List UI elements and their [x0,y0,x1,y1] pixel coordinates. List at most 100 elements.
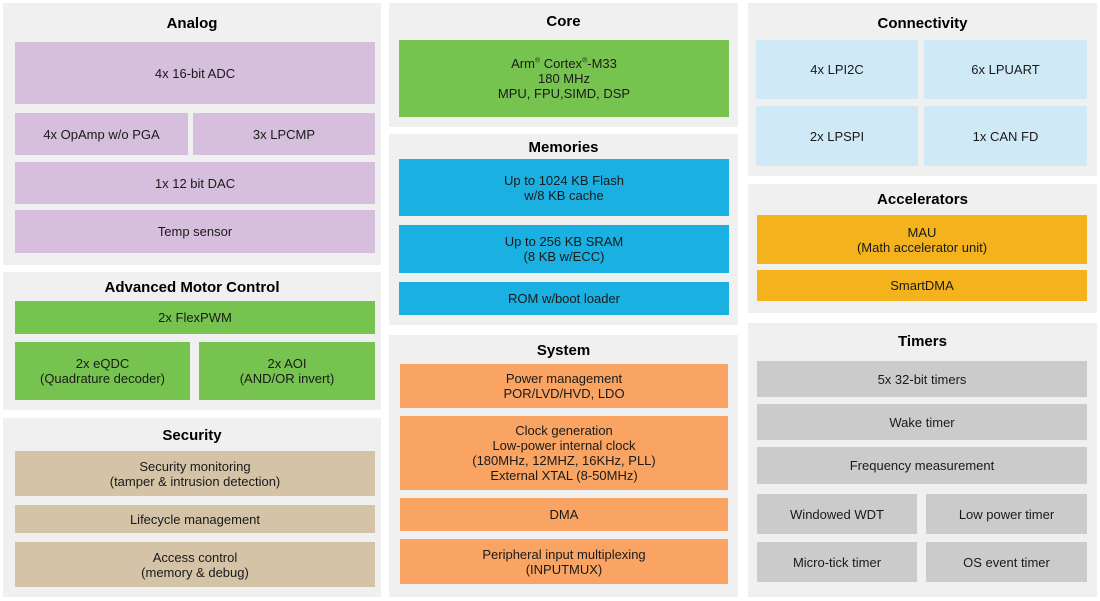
wake-timer-label: Wake timer [889,414,955,430]
accelerators-panel: Accelerators MAU (Math accelerator unit)… [748,184,1097,313]
flexpwm-block: 2x FlexPWM [15,301,375,334]
m33-text: -M33 [587,56,617,71]
mau-label: MAU [907,224,937,240]
windowed-wdt-block: Windowed WDT [757,494,917,534]
cpu-frequency: 180 MHz [537,71,591,86]
dma-block: DMA [400,498,728,531]
frequency-measurement-label: Frequency measurement [849,458,995,473]
cortex-text: Cortex [540,56,583,71]
motor-control-panel: Advanced Motor Control 2x FlexPWM 2x eQD… [3,272,381,410]
accelerators-title: Accelerators [877,191,968,208]
sram-label: Up to 256 KB SRAM [504,234,624,249]
connectivity-title: Connectivity [877,15,968,32]
opamp-block: 4x OpAmp w/o PGA [15,113,188,155]
eqdc-block: 2x eQDC (Quadrature decoder) [15,342,190,400]
os-event-timer-block: OS event timer [926,542,1087,582]
security-monitoring-label: Security monitoring [139,458,251,474]
lpi2c-block: 4x LPI2C [756,40,918,99]
security-monitoring-block: Security monitoring (tamper & intrusion … [15,451,375,496]
smartdma-label: SmartDMA [890,278,954,293]
aoi-label: 2x AOI [267,356,307,371]
wake-timer-block: Wake timer [757,404,1087,440]
mau-block: MAU (Math accelerator unit) [757,215,1087,264]
32bit-timers-block: 5x 32-bit timers [757,361,1087,397]
inputmux-sublabel: (INPUTMUX) [525,561,603,577]
sram-block: Up to 256 KB SRAM (8 KB w/ECC) [399,225,729,273]
adc-block: 4x 16-bit ADC [15,42,375,104]
lpspi-block: 2x LPSPI [756,106,918,166]
clock-generation-label: Clock generation [515,423,613,438]
dac-block: 1x 12 bit DAC [15,162,375,204]
security-title: Security [162,427,222,444]
opamp-label: 4x OpAmp w/o PGA [43,126,160,142]
analog-title: Analog [166,15,218,32]
micro-tick-timer-label: Micro-tick timer [792,554,882,570]
aoi-block: 2x AOI (AND/OR invert) [199,342,375,400]
clock-xtal-label: External XTAL (8-50MHz) [490,468,638,483]
flash-block: Up to 1024 KB Flash w/8 KB cache [399,159,729,216]
flexpwm-label: 2x FlexPWM [158,310,232,325]
access-control-block: Access control (memory & debug) [15,542,375,587]
can-fd-block: 1x CAN FD [924,106,1087,166]
system-title: System [536,342,591,359]
timers-title: Timers [898,333,947,350]
eqdc-sublabel: (Quadrature decoder) [39,371,165,386]
os-event-timer-label: OS event timer [963,554,1050,570]
lpcmp-block: 3x LPCMP [193,113,375,155]
security-monitoring-sublabel: (tamper & intrusion detection) [109,473,281,489]
memories-title: Memories [528,139,599,156]
temp-sensor-block: Temp sensor [15,210,375,253]
access-control-sublabel: (memory & debug) [141,564,249,580]
clock-internal-label: Low-power internal clock [492,438,636,453]
motor-control-title: Advanced Motor Control [104,279,280,296]
power-management-label: Power management [505,371,623,386]
32bit-timers-label: 5x 32-bit timers [877,371,967,387]
lpuart-block: 6x LPUART [924,40,1087,99]
cpu-label: Arm® Cortex®-M33 [511,56,617,71]
aoi-sublabel: (AND/OR invert) [239,371,335,386]
clock-generation-block: Clock generation Low-power internal cloc… [400,416,728,490]
lifecycle-block: Lifecycle management [15,505,375,533]
adc-label: 4x 16-bit ADC [154,65,236,81]
low-power-timer-block: Low power timer [926,494,1087,534]
rom-block: ROM w/boot loader [399,282,729,315]
registered-mark: ® [534,57,541,65]
power-management-sublabel: POR/LVD/HVD, LDO [503,386,625,401]
sram-sublabel: (8 KB w/ECC) [523,249,605,264]
analog-panel: Analog 4x 16-bit ADC 4x OpAmp w/o PGA 3x… [3,3,381,265]
timers-panel: Timers 5x 32-bit timers Wake timer Frequ… [748,323,1097,597]
security-panel: Security Security monitoring (tamper & i… [3,418,381,597]
inputmux-block: Peripheral input multiplexing (INPUTMUX) [400,539,728,584]
core-title: Core [546,13,581,30]
core-panel: Core Arm® Cortex®-M33 180 MHz MPU, FPU,S… [389,3,738,127]
cpu-features: MPU, FPU,SIMD, DSP [497,86,631,101]
system-panel: System Power management POR/LVD/HVD, LDO… [389,335,738,597]
connectivity-panel: Connectivity 4x LPI2C 6x LPUART 2x LPSPI… [748,3,1097,176]
cpu-block: Arm® Cortex®-M33 180 MHz MPU, FPU,SIMD, … [399,40,729,117]
temp-sensor-label: Temp sensor [157,224,233,239]
lifecycle-label: Lifecycle management [129,511,261,527]
lpcmp-label: 3x LPCMP [252,126,316,142]
eqdc-label: 2x eQDC [75,356,130,371]
memories-panel: Memories Up to 1024 KB Flash w/8 KB cach… [389,134,738,325]
power-management-block: Power management POR/LVD/HVD, LDO [400,364,728,408]
low-power-timer-label: Low power timer [958,506,1055,522]
registered-mark-2: ® [582,57,588,65]
frequency-measurement-block: Frequency measurement [757,447,1087,484]
flash-label: Up to 1024 KB Flash [504,172,624,188]
inputmux-label: Peripheral input multiplexing [482,546,646,562]
access-control-label: Access control [152,549,238,565]
rom-label: ROM w/boot loader [508,291,620,306]
smartdma-block: SmartDMA [757,270,1087,301]
can-fd-label: 1x CAN FD [972,128,1039,144]
lpuart-label: 6x LPUART [971,62,1040,77]
dac-label: 1x 12 bit DAC [154,175,236,191]
mau-sublabel: (Math accelerator unit) [856,239,988,255]
lpspi-label: 2x LPSPI [809,128,865,144]
clock-frequencies-label: (180MHz, 12MHZ, 16KHz, PLL) [472,453,656,468]
lpi2c-label: 4x LPI2C [810,62,864,77]
windowed-wdt-label: Windowed WDT [790,506,884,522]
micro-tick-timer-block: Micro-tick timer [757,542,917,582]
arm-text: Arm [511,56,535,71]
flash-sublabel: w/8 KB cache [524,187,604,203]
